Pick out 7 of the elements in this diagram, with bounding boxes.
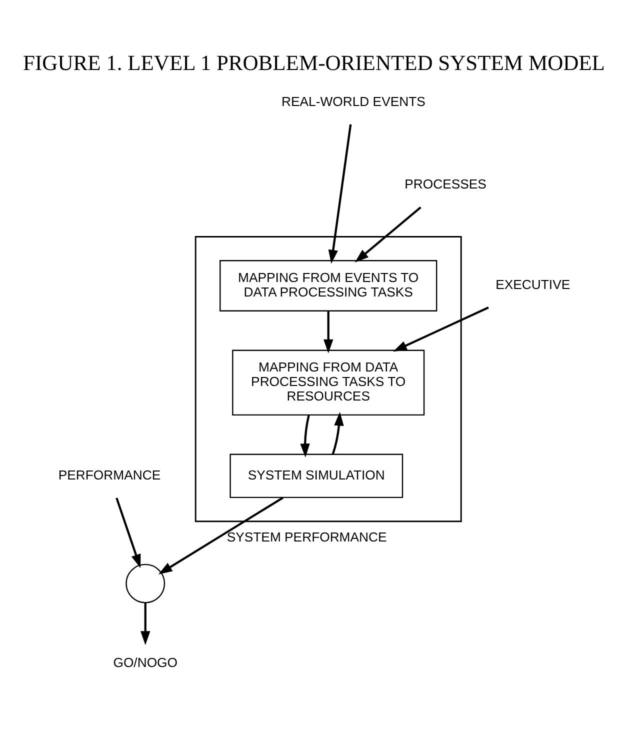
diagram-title: FIGURE 1. LEVEL 1 PROBLEM-ORIENTED SYSTEM MODEL (23, 50, 605, 75)
node-text: REAL-WORLD EVENTS (282, 94, 426, 110)
node-text: EXECUTIVE (496, 277, 570, 292)
edge-label: SYSTEM PERFORMANCE (226, 529, 387, 544)
node-text: PROCESSES (404, 176, 486, 192)
node-text: PERFORMANCE (58, 467, 161, 482)
node-text: GO/NOGO (113, 655, 178, 670)
